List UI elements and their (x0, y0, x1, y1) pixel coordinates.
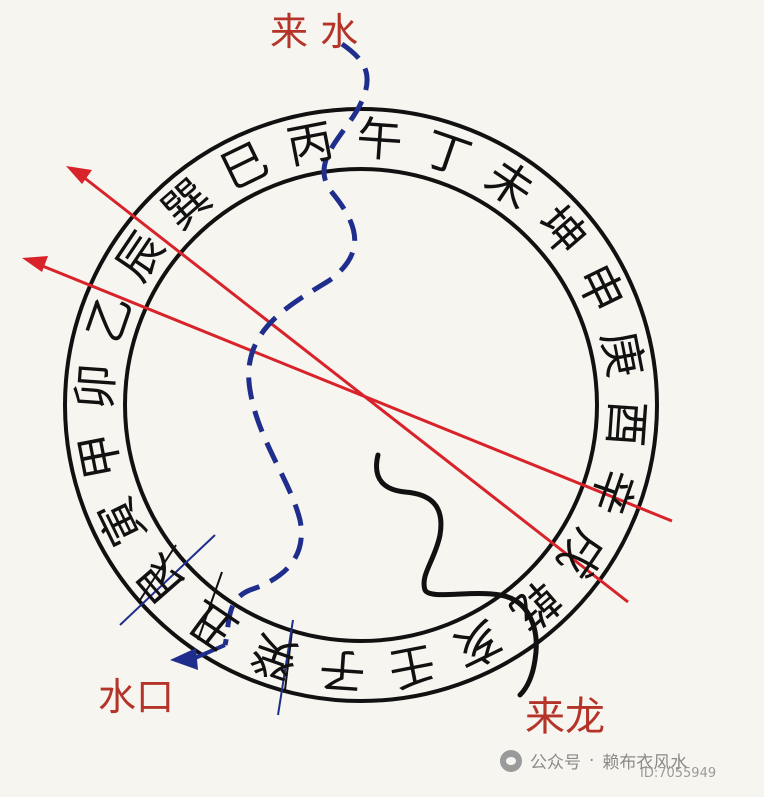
ring-divider (139, 544, 177, 601)
guide-line (119, 534, 216, 626)
incoming-water-label: 来 水 (270, 10, 358, 54)
water-exit-arrow-shaft (194, 643, 226, 660)
red-arrowhead-2 (22, 256, 48, 272)
ring-character: 丙 (282, 113, 337, 175)
ring-character: 戌 (546, 520, 616, 588)
ring-characters: 午丁未坤申庚酉辛戌乾亥壬子癸丑艮寅甲卯乙辰巽巳丙 (67, 111, 655, 699)
ring-character: 午 (355, 111, 405, 168)
incoming-dragon-path (374, 452, 539, 698)
watermark: 公众号 · 赖布衣风水 ID:7055949 (500, 748, 716, 781)
ring-divider (284, 630, 293, 691)
ring-character: 未 (476, 149, 544, 219)
red-arrowhead-1 (66, 166, 92, 184)
incoming-water-path (222, 41, 370, 646)
outer-ring-circle (63, 107, 659, 703)
watermark-separator: · (589, 750, 595, 771)
watermark-name: 赖布衣风水 (602, 753, 688, 773)
ring-character: 丑 (178, 590, 246, 660)
inner-ring-circle (123, 167, 599, 643)
ring-character: 巽 (151, 169, 221, 240)
ring-character: 坤 (526, 195, 597, 265)
ring-character: 乾 (500, 570, 570, 641)
incoming-dragon-label: 来龙 (525, 694, 605, 740)
water-exit-arrowhead (170, 648, 198, 670)
ring-character: 辰 (105, 222, 175, 290)
ring-character: 壬 (384, 635, 439, 697)
ring-character: 艮 (125, 544, 196, 614)
watermark-source: 公众号 (530, 753, 581, 773)
ring-character: 庚 (591, 326, 653, 381)
ring-character: 甲 (69, 428, 131, 483)
red-direction-line-1 (81, 174, 629, 604)
ring-character: 酉 (598, 399, 655, 449)
watermark-id: ID:7055949 (640, 766, 717, 781)
ring-character: 子 (318, 642, 368, 699)
red-direction-line-2 (39, 263, 673, 523)
ring-character: 卯 (67, 362, 124, 412)
ring-divider (197, 571, 223, 641)
water-exit-label: 水口 (98, 675, 174, 719)
wechat-logo-icon (500, 749, 522, 772)
guide-line (277, 619, 294, 716)
